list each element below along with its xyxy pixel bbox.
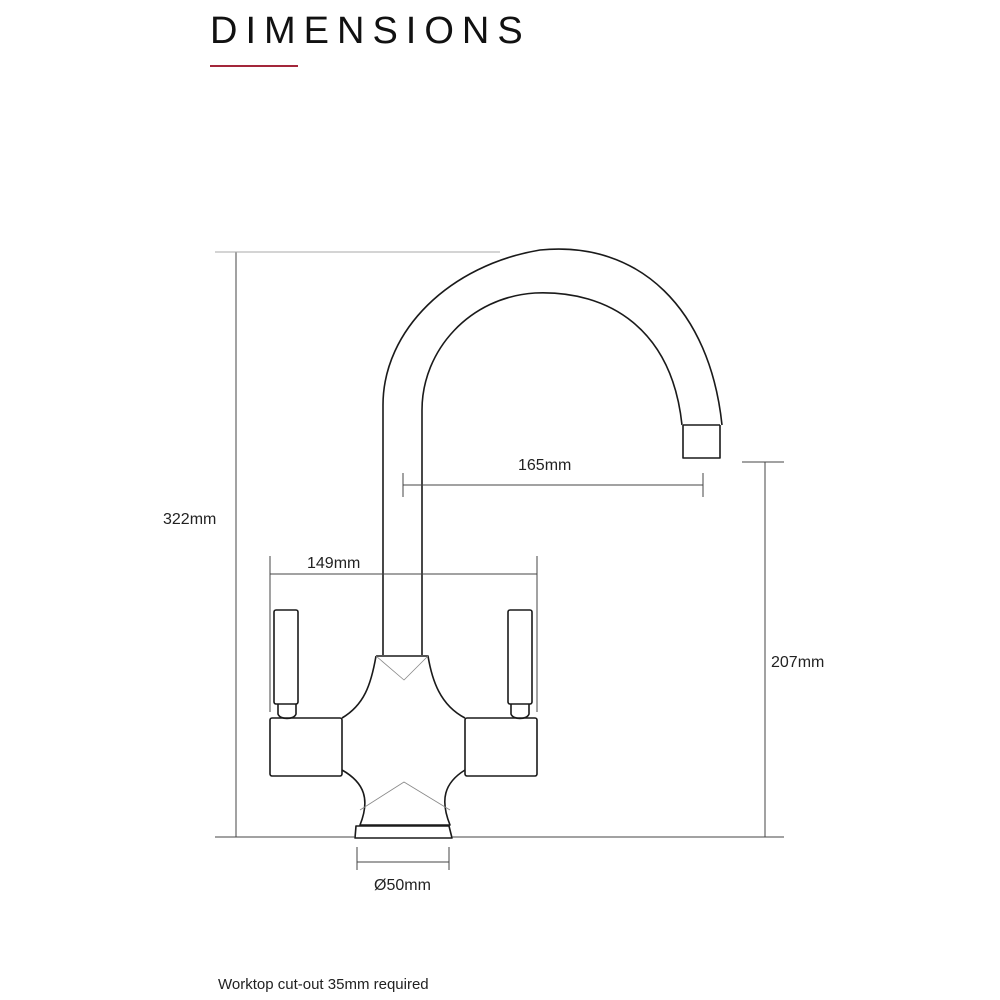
outlet-height-label: 207mm <box>771 654 824 671</box>
tap-spout <box>382 248 723 655</box>
tap-body-detail <box>359 655 451 811</box>
left-handle-lever <box>273 609 299 705</box>
page-title: DIMENSIONS <box>210 10 531 52</box>
left-handle-neck <box>277 704 297 720</box>
overall-height-label: 322mm <box>163 511 216 528</box>
handle-span-label: 149mm <box>307 555 360 572</box>
title-underline <box>210 65 298 67</box>
left-handle-block <box>269 717 343 777</box>
right-handle-block <box>464 717 538 777</box>
spout-reach-label: 165mm <box>518 457 571 474</box>
base-diameter-label: Ø50mm <box>374 877 431 894</box>
tap-body <box>341 655 466 826</box>
right-handle-neck <box>510 704 530 720</box>
tap-base <box>354 825 453 839</box>
worktop-cutout-note: Worktop cut-out 35mm required <box>218 976 429 993</box>
right-handle-lever <box>507 609 533 705</box>
dimension-lines <box>215 251 784 870</box>
tap-outline <box>269 248 723 839</box>
